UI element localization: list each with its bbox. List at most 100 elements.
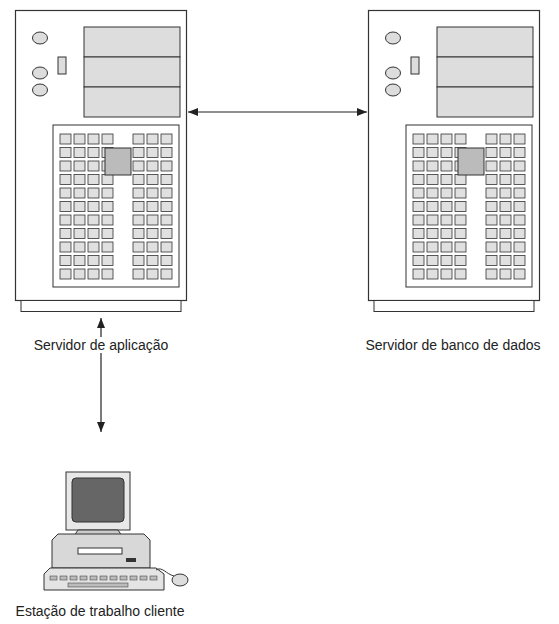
vent-key [427,161,438,171]
vent-key [133,256,144,266]
vent-key [500,188,511,198]
vent-key [102,188,113,198]
key [70,576,77,580]
vent-key [486,229,497,239]
vent-key [455,256,466,266]
vent-key [486,269,497,279]
vent-key [74,215,85,225]
vent-key [147,256,158,266]
monitor [66,472,130,530]
vent-key [161,188,172,198]
key [60,576,67,580]
key [100,576,107,580]
vent-key [427,134,438,144]
vent-key [413,229,424,239]
vent-key [161,134,172,144]
drive-bay [84,57,180,87]
vent-key [413,256,424,266]
vent-key [413,134,424,144]
vent-key [455,269,466,279]
vent-key [500,161,511,171]
power-button [33,67,48,79]
vent-key [486,188,497,198]
vent-key [427,148,438,158]
vent-key [441,269,452,279]
vent-key [427,175,438,185]
vent-key [413,202,424,212]
vent-key [88,161,99,171]
vent-key [441,175,452,185]
vent-key [514,161,525,171]
vent-key [102,134,113,144]
vent-key [74,242,85,252]
vent-key [74,202,85,212]
vent-key [161,242,172,252]
vent-key [147,229,158,239]
vent-key [486,175,497,185]
server-node: Servidor de banco de dados [368,10,540,312]
monitor-screen [72,478,124,522]
vent-key [441,242,452,252]
drive-bay [437,27,533,57]
vent-key [60,229,71,239]
node-label-text: Estação de trabalho cliente [13,603,188,619]
vent-key [427,188,438,198]
vent-key [427,269,438,279]
vent-key [88,188,99,198]
vent-key [427,256,438,266]
vent-key [514,242,525,252]
space-bar [68,583,128,587]
vent-key [427,202,438,212]
vent-key [486,134,497,144]
vent-key [60,175,71,185]
vent-key [441,188,452,198]
vent-key [102,256,113,266]
vent-key [514,229,525,239]
mouse [172,574,188,586]
vent-key [514,148,525,158]
keyboard [44,568,164,590]
vent-key [133,188,144,198]
vent-key [441,256,452,266]
vent-key [88,175,99,185]
vent-key [486,242,497,252]
vent-key [413,215,424,225]
vent-key [486,148,497,158]
vent-key [88,256,99,266]
vent-key [413,188,424,198]
vent-key [413,242,424,252]
vent-key [413,269,424,279]
vent-key [60,269,71,279]
vent-key [514,256,525,266]
vent-key [455,229,466,239]
vent-key [60,242,71,252]
server-node: Servidor de aplicação [15,10,187,312]
vent-key [147,202,158,212]
vent-key [455,188,466,198]
vent-key [60,148,71,158]
vent-key [161,215,172,225]
vent-key [88,148,99,158]
vent-key [427,229,438,239]
vent-key [102,175,113,185]
key [90,576,97,580]
vent-key [147,242,158,252]
power-button [33,32,48,44]
vent-key [147,175,158,185]
led [126,558,136,562]
vent-key [427,215,438,225]
vent-key [161,202,172,212]
key [120,576,127,580]
power-button [386,67,401,79]
drive-bay [84,27,180,57]
power-button [33,84,48,96]
vent-key [102,215,113,225]
vent-panel [406,125,532,287]
tower-base [21,301,181,312]
vent-key [514,175,525,185]
vent-key [161,161,172,171]
workstation-illustration [38,470,198,598]
vent-key [500,242,511,252]
vent-key [500,215,511,225]
